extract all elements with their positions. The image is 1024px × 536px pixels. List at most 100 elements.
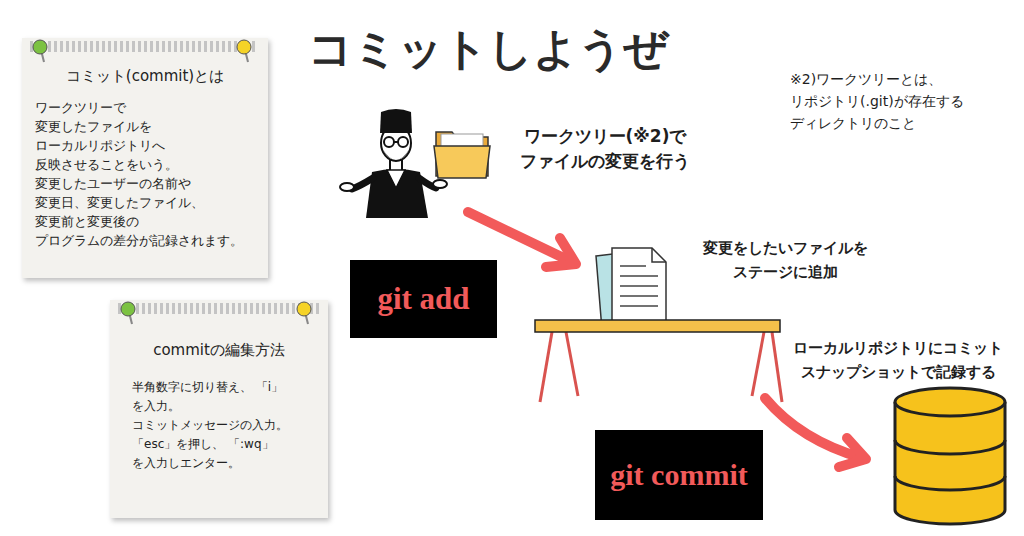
cylinder-band [895, 476, 1005, 490]
perforation-mark [196, 303, 199, 314]
pin-head [297, 302, 311, 316]
perforation-mark [274, 303, 277, 314]
page-line [620, 305, 658, 307]
perforation-mark [148, 303, 151, 314]
perforation-mark [180, 41, 183, 52]
red-arrow-part [839, 438, 866, 467]
perforation-mark [204, 41, 207, 52]
perforation-mark [286, 303, 289, 314]
command-text: git add [377, 281, 469, 317]
perforation-mark [162, 41, 165, 52]
folder-icon [433, 132, 490, 188]
front-page [612, 248, 666, 322]
beard [382, 148, 410, 160]
perforation-mark [48, 41, 51, 52]
perforation-mark [72, 41, 75, 52]
perforation-mark [202, 303, 205, 314]
perforation-mark [214, 303, 217, 314]
perforation-mark [96, 41, 99, 52]
cylinder-top [895, 388, 1005, 416]
perforation-mark [238, 303, 241, 314]
card-decoration [110, 300, 328, 330]
red-arrow [765, 398, 866, 467]
page-fold [652, 248, 666, 262]
step-caption: ワークツリー(※2)で ファイルの変更を行う [519, 124, 691, 174]
perforation-mark [292, 303, 295, 314]
perforation-mark [154, 303, 157, 314]
perforation-mark [216, 41, 219, 52]
perforation-mark [232, 303, 235, 314]
perforation-mark [166, 303, 169, 314]
folder-front [434, 146, 490, 178]
database-icon [895, 388, 1005, 524]
step-caption: ローカルリポジトリにコミット スナップショットで記録する [792, 336, 1004, 384]
perforation-mark [102, 41, 105, 52]
perforation-mark [168, 41, 171, 52]
person-illustration [340, 109, 436, 218]
document-icon [596, 248, 666, 330]
table-leg [566, 332, 578, 396]
perforation-mark [142, 303, 145, 314]
perforation-mark [150, 41, 153, 52]
diagram-title: コミットしようぜ [308, 22, 668, 76]
perforation-mark [316, 303, 319, 314]
red-arrow-part [765, 398, 862, 458]
perforation-mark [114, 41, 117, 52]
card-decoration [22, 38, 268, 68]
hat [380, 109, 412, 133]
perforation-mark [54, 41, 57, 52]
perforation-mark [184, 303, 187, 314]
table-leg [752, 332, 764, 396]
perforation-mark [210, 41, 213, 52]
footnote: ※2)ワークツリーとは、 リポジトリ(.git)が存在する ディレクトリのこと [790, 68, 966, 134]
v-neck [387, 170, 405, 188]
perforation-mark [250, 303, 253, 314]
perforation-mark [132, 41, 135, 52]
perforation-mark [178, 303, 181, 314]
page-line [620, 295, 658, 297]
table-leg [540, 332, 552, 402]
command-text: git commit [610, 458, 747, 492]
perforation-mark [120, 41, 123, 52]
note-card: コミット(commit)とはワークツリーで 変更したファイルを ローカルリポジト… [22, 38, 268, 278]
perforation-mark [156, 41, 159, 52]
perforation-mark [78, 41, 81, 52]
perforation-mark [136, 303, 139, 314]
perforation-mark [90, 41, 93, 52]
perforation-mark [126, 41, 129, 52]
perforation-mark [186, 41, 189, 52]
glasses-left [384, 137, 394, 147]
glasses-bridge [394, 141, 398, 143]
perforation-mark [222, 41, 225, 52]
page-line [620, 265, 646, 267]
perforation-mark [262, 303, 265, 314]
perforation-mark [198, 41, 201, 52]
perforation-mark [252, 41, 255, 52]
perforation-mark [174, 41, 177, 52]
pin-head [237, 40, 251, 54]
page-line [620, 275, 658, 277]
card-body: ワークツリーで 変更したファイルを ローカルリポジトリへ 反映させることをいう。… [35, 98, 245, 250]
cylinder-band [895, 440, 1005, 454]
table-top [535, 320, 780, 332]
note-card: commitの編集方法半角数字に切り替え、 「i」を入力。 コミットメッセージの… [110, 300, 328, 518]
glasses-right [398, 137, 408, 147]
command-box: git add [350, 260, 497, 338]
left-arm [352, 178, 373, 189]
perforation-mark [244, 303, 247, 314]
perforation-mark [190, 303, 193, 314]
perforation-mark [268, 303, 271, 314]
perforation-mark [144, 41, 147, 52]
command-box: git commit [595, 430, 763, 520]
perforation-mark [208, 303, 211, 314]
card-heading: コミット(commit)とは [35, 66, 255, 86]
step-caption: 変更をしたいファイルを ステージに追加 [702, 236, 869, 284]
table-leg [772, 332, 782, 402]
pin-head [121, 302, 135, 316]
red-arrow-part [546, 238, 576, 267]
perforation-mark [172, 303, 175, 314]
perforation-mark [108, 41, 111, 52]
left-hand [340, 183, 354, 191]
